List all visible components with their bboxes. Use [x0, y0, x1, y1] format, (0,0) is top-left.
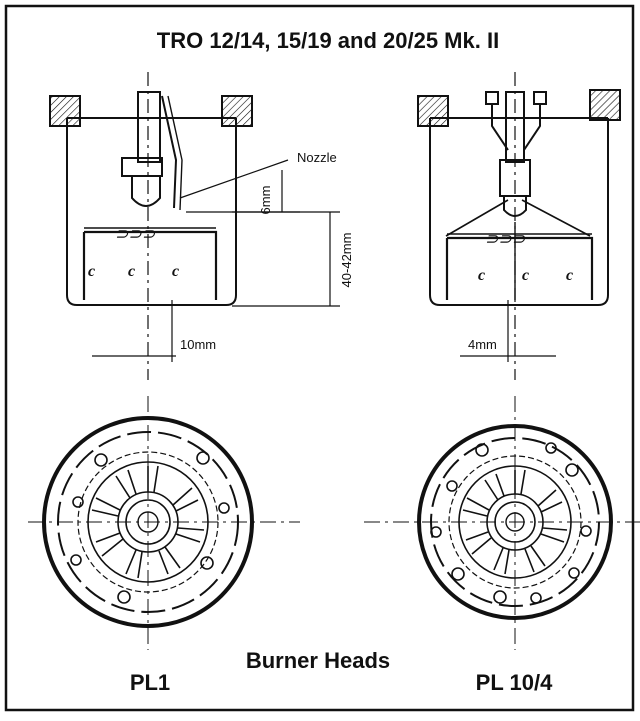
right-dimensions	[460, 72, 556, 380]
left-head-name: PL1	[130, 670, 170, 695]
svg-text:c: c	[128, 263, 135, 280]
svg-text:c: c	[88, 263, 95, 280]
svg-text:c: c	[172, 263, 179, 280]
diagram-title: TRO 12/14, 15/19 and 20/25 Mk. II	[157, 28, 499, 53]
left-burner-side-view: ⊃⊃⊃ c c c	[49, 91, 253, 306]
left-head-front-view	[28, 396, 300, 650]
right-head-name: PL 10/4	[476, 670, 553, 695]
caption: Burner Heads	[246, 648, 390, 673]
svg-text:⊃⊃⊃: ⊃⊃⊃	[485, 231, 526, 248]
page-frame	[4, 4, 635, 712]
svg-text:c: c	[478, 267, 485, 284]
dim-depth-label: 40-42mm	[339, 233, 354, 288]
left-flange-hatch	[49, 95, 81, 127]
svg-text:c: c	[566, 267, 573, 284]
right-burner-side-view: ⊃⊃⊃ c c c	[417, 89, 621, 306]
left-dimensions	[92, 72, 340, 380]
dim-right-offset-label: 4mm	[468, 337, 497, 352]
dim-left-offset-label: 10mm	[180, 337, 216, 352]
nozzle-label: Nozzle	[297, 150, 337, 165]
right-head-front-view	[364, 396, 640, 650]
svg-text:⊃⊃⊃: ⊃⊃⊃	[115, 226, 156, 243]
svg-text:c: c	[522, 267, 529, 284]
dim-gap-label: 6mm	[258, 186, 273, 215]
